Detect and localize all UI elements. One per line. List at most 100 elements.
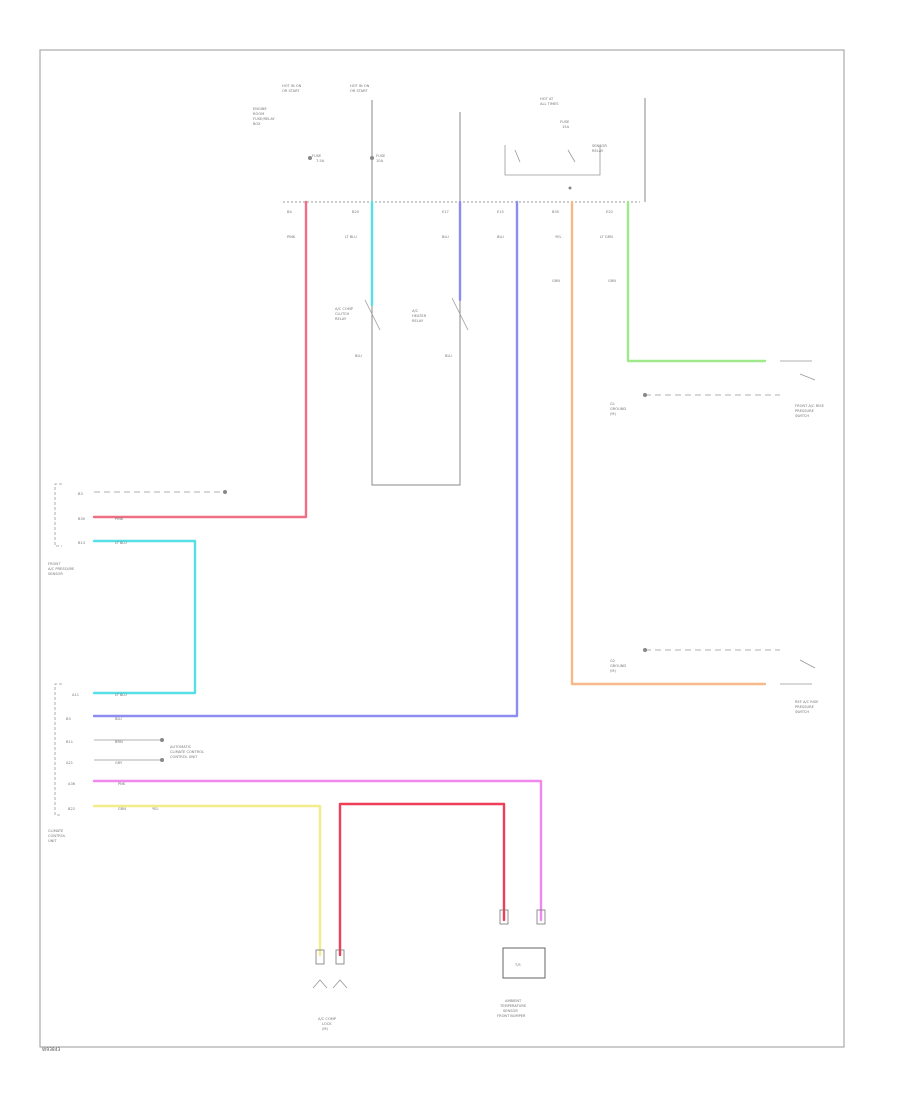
sensor-relay-label-2: RELAY bbox=[592, 149, 604, 153]
wire-red bbox=[92, 200, 308, 519]
wire-green bbox=[626, 200, 767, 363]
fuse-box-label-4: BOX bbox=[253, 122, 261, 126]
hvac-label-2: CLIMATE CONTROL bbox=[170, 750, 204, 754]
wire-red2 bbox=[338, 802, 506, 957]
ref-sensor-label-3: SENSOR bbox=[503, 1009, 518, 1013]
ecm-label-3: UNIT bbox=[48, 839, 57, 843]
relay-right-label-3: RELAY bbox=[412, 319, 424, 323]
rear-pressure-label-2: PRESSURE bbox=[795, 409, 815, 413]
pin-b35: B35 bbox=[552, 210, 559, 214]
conn2-pin-3: B11 bbox=[66, 740, 73, 744]
hvac-label-3: CONTROL UNIT bbox=[170, 755, 198, 759]
wires bbox=[92, 200, 767, 957]
wire-yellow bbox=[92, 804, 322, 957]
diagram-id: W93843 bbox=[42, 1047, 61, 1053]
fuse-box-label-1: ENGINE bbox=[253, 107, 267, 111]
wire-pink bbox=[92, 779, 543, 922]
pin-e17: E17 bbox=[442, 210, 449, 214]
ground-bot-label-1: G2 bbox=[610, 659, 615, 663]
conn1-ground-dot bbox=[223, 490, 227, 494]
fuse-relay-box: HOT IN ON OR START HOT IN ON OR START HO… bbox=[253, 84, 646, 283]
ground-top-label-2: GROUND bbox=[610, 407, 626, 411]
wire-cyan-loop bbox=[92, 539, 197, 695]
fuse-b-label: FUSE bbox=[376, 154, 386, 158]
conn1-code-1: PINK bbox=[115, 517, 124, 521]
fuse-box-label-2: ROOM bbox=[253, 112, 264, 116]
ground-bot-dot bbox=[643, 648, 647, 652]
relay-section: A/C COMP CLUTCH RELAY A/C HEATER RELAY B… bbox=[335, 202, 469, 486]
comp-lock-label-3: (M) bbox=[322, 1027, 329, 1031]
fuse-a-rating: 7.5A bbox=[316, 159, 325, 163]
fuse-a-label: FUSE bbox=[312, 154, 322, 158]
sensor-relay-box bbox=[504, 145, 601, 176]
conn1-pin-2: B30 bbox=[78, 517, 86, 521]
ground-top-label-3: (M) bbox=[610, 412, 617, 416]
ecm-label-2: CONTROL bbox=[48, 834, 66, 838]
rear-pressure-label-3: SWITCH bbox=[795, 414, 809, 418]
fuse-c-label: FUSE bbox=[560, 120, 570, 124]
fuse-dot-b bbox=[308, 156, 312, 160]
compressor-lock: A/C COMP LOCK (M) bbox=[312, 949, 348, 1031]
fuse-b-rating: 10A bbox=[376, 159, 384, 163]
hot-label-a2: OR START bbox=[282, 89, 300, 93]
rear-sensor-label-2: PRESSURE bbox=[795, 705, 815, 709]
diagram-border bbox=[39, 49, 845, 1048]
conn2-code-6: GRN bbox=[118, 807, 126, 811]
pin-e15: E15 bbox=[497, 210, 504, 214]
code-blu-a: BLU bbox=[442, 235, 449, 239]
upper-switch-contact bbox=[799, 373, 816, 381]
relay-contact-b bbox=[567, 149, 576, 163]
code-blu-b: BLU bbox=[497, 235, 504, 239]
ref-sensor-pin-b bbox=[536, 909, 546, 925]
conn1-code-2: LT BLU bbox=[115, 541, 127, 545]
wire-orange bbox=[570, 200, 767, 686]
relay-left-label-2: CLUTCH bbox=[335, 312, 349, 316]
conn2-pin-1: A11 bbox=[72, 693, 79, 697]
dual-pressure-label-1: FRONT bbox=[48, 562, 61, 566]
ground-top-label-1: G1 bbox=[610, 402, 615, 406]
comp-lock-label-2: LOCK bbox=[322, 1022, 332, 1026]
fuse-box-label-3: FUSE/RELAY bbox=[253, 117, 275, 121]
pin-e20: E20 bbox=[606, 210, 614, 214]
conn2-pin-2: B3 bbox=[66, 717, 71, 721]
comp-lock-label-1: A/C COMP bbox=[318, 1017, 337, 1021]
conn2-dot-a bbox=[160, 738, 164, 742]
hvac-label-1: AUTOMATIC bbox=[170, 745, 192, 749]
conn2-code-5: PNK bbox=[118, 782, 126, 786]
hot-label-b2: OR START bbox=[350, 89, 368, 93]
ground-top-dot bbox=[643, 393, 647, 397]
code-pink: PINK bbox=[287, 235, 296, 239]
relay-left-label-3: RELAY bbox=[335, 317, 347, 321]
code-grn-b: GRN bbox=[608, 279, 616, 283]
rear-sensor-label-1: REF A/C RISE bbox=[795, 700, 819, 704]
relay-left-contact bbox=[364, 299, 381, 331]
refrigerant-sensor: T/S AMBIENT TEMPERATURE SENSOR FRONT BUM… bbox=[497, 909, 546, 1018]
ref-sensor-box bbox=[502, 947, 546, 979]
right-switches: G1 GROUND (M) FRONT A/C RISE PRESSURE SW… bbox=[610, 360, 825, 714]
conn2-dot-b bbox=[160, 758, 164, 762]
conn2-pin-5: A36 bbox=[68, 782, 76, 786]
left-connector-1: B3 B30 B13 PINK LT BLU FRONT A/C PRESSUR… bbox=[48, 483, 227, 576]
conn2-code-3: BRN bbox=[115, 740, 123, 744]
hot-label-c: HOT AT bbox=[540, 97, 554, 101]
pin-b4: B4 bbox=[287, 210, 292, 214]
ground-bot-label-3: (M) bbox=[610, 669, 617, 673]
relay-dot bbox=[568, 186, 572, 190]
hot-label-b: HOT IN ON bbox=[350, 84, 370, 88]
relay-left-label-1: A/C COMP bbox=[335, 307, 354, 311]
relay-right-contact bbox=[451, 297, 469, 331]
comp-lock-pin-a bbox=[315, 949, 325, 965]
dual-pressure-label-3: SENSOR bbox=[48, 572, 63, 576]
sensor-relay-label-1: SENSOR bbox=[592, 144, 607, 148]
conn2-code-4: GRY bbox=[115, 761, 123, 765]
conn2-code-yel: YEL bbox=[152, 807, 158, 811]
ref-sensor-label-2: TEMPERATURE bbox=[499, 1004, 527, 1008]
ecm-label-1: CLIMATE bbox=[48, 829, 64, 833]
comp-lock-pin-b bbox=[335, 949, 345, 965]
rear-sensor-label-3: SWITCH bbox=[795, 710, 809, 714]
hot-label-c2: ALL TIMES bbox=[540, 102, 559, 106]
code-ltgrn: LT GRN bbox=[600, 235, 613, 239]
conn2-bracket bbox=[54, 683, 62, 816]
conn1-bracket bbox=[54, 483, 62, 547]
